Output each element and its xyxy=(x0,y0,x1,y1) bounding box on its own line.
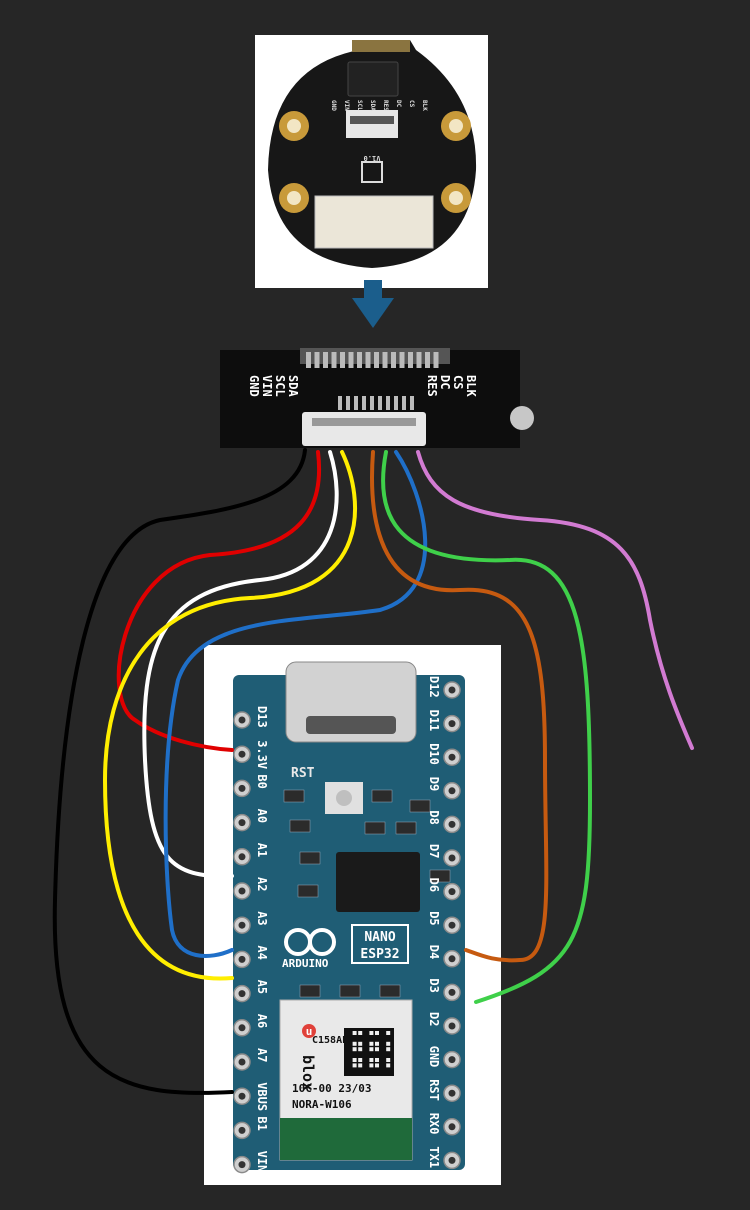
connector-pin-label: BLK xyxy=(464,375,478,397)
display-pin-labels: GND VIN SCL SDA RES DC CS BLK xyxy=(330,100,428,111)
wire-cs xyxy=(381,450,593,1004)
pin-label: D7 xyxy=(427,844,441,858)
model-line-2: ESP32 xyxy=(360,947,399,962)
arduino-logo-icon xyxy=(284,928,336,956)
module-name: NORA-W106 xyxy=(292,1098,352,1111)
pin-label: TX1 xyxy=(427,1146,441,1168)
pin-label: A0 xyxy=(255,809,269,823)
logo-mark xyxy=(361,161,383,183)
pin-label: B0 xyxy=(255,774,269,788)
pin-label: VIN xyxy=(255,1151,269,1173)
pin-label: VBUS xyxy=(255,1082,269,1111)
pin-label: A5 xyxy=(255,980,269,994)
connector-pin-label: RES xyxy=(425,375,439,397)
wire-dc xyxy=(163,450,428,958)
pin-label: D3 xyxy=(427,978,441,992)
connector-pin-label: SDA xyxy=(286,375,300,397)
pin-label: B1 xyxy=(255,1116,269,1130)
display-pin-label: CS xyxy=(408,100,415,108)
display-pin-label: VIN xyxy=(343,100,350,111)
pin-label: A4 xyxy=(255,945,269,959)
jst-connector xyxy=(314,195,434,249)
connector-pin-label: DC xyxy=(438,375,452,389)
model-line-1: NANO xyxy=(364,930,395,945)
connector-pin-label: CS xyxy=(451,375,465,389)
reset-label: RST xyxy=(291,766,315,781)
board-version-label: V1.0 xyxy=(364,154,381,162)
connector-pin-label: SCL xyxy=(273,375,287,397)
display-pin-label: BLK xyxy=(421,100,428,111)
module-brand: blox xyxy=(299,1055,317,1091)
display-pin-label: SDA xyxy=(369,100,376,111)
mcu-chip xyxy=(336,852,420,912)
pin-label: D2 xyxy=(427,1012,441,1026)
display-pin-label: DC xyxy=(395,100,402,108)
wire-vin xyxy=(116,450,321,752)
pin-label: A6 xyxy=(255,1014,269,1028)
flex-tab xyxy=(352,40,410,52)
pin-label: A2 xyxy=(255,877,269,891)
pin-label: 3.3V xyxy=(255,740,269,769)
module-code: C158AE xyxy=(312,1035,348,1046)
pin-label: A1 xyxy=(255,843,269,857)
pin-label: D10 xyxy=(427,743,441,765)
module-brand-prefix: u xyxy=(306,1025,313,1038)
pin-label: D4 xyxy=(427,945,441,959)
pin-label: A3 xyxy=(255,911,269,925)
module-lot: 10C-00 23/03 xyxy=(292,1082,371,1095)
driver-chip xyxy=(347,61,399,97)
arduino-nano-esp32: RST ARDUINO NANO ESP32 u blox C158AE 10C… xyxy=(204,645,501,1185)
wire-gnd xyxy=(52,448,307,1095)
pin-label: RST xyxy=(427,1079,441,1101)
down-arrow-icon xyxy=(352,280,394,328)
pin-label: D9 xyxy=(427,777,441,791)
pin-label: D5 xyxy=(427,911,441,925)
pin-label: GND xyxy=(427,1046,441,1068)
display-module: V1.0 GND VIN SCL SDA RES DC CS BLK xyxy=(255,35,488,288)
pin-label: D6 xyxy=(427,878,441,892)
qr-code xyxy=(344,1028,394,1076)
pin-label: D12 xyxy=(427,676,441,698)
wire-sda xyxy=(102,450,357,981)
pin-label: RX0 xyxy=(427,1113,441,1135)
connector-closeup-socket xyxy=(302,412,426,446)
connector-pin-label: GND xyxy=(247,375,261,397)
arduino-brand: ARDUINO xyxy=(282,957,329,970)
wire-blk xyxy=(416,450,694,750)
connector-pin-label: VIN xyxy=(260,375,274,397)
pin-label: A7 xyxy=(255,1048,269,1062)
display-pin-label: SCL xyxy=(356,100,363,111)
display-pin-label: GND xyxy=(330,100,337,111)
pin-label: D8 xyxy=(427,810,441,824)
pin-label: D13 xyxy=(255,706,269,728)
wire-res xyxy=(370,450,549,963)
pin-label: D11 xyxy=(427,710,441,732)
jumper-wires xyxy=(52,448,694,1095)
display-pin-label: RES xyxy=(382,100,389,111)
